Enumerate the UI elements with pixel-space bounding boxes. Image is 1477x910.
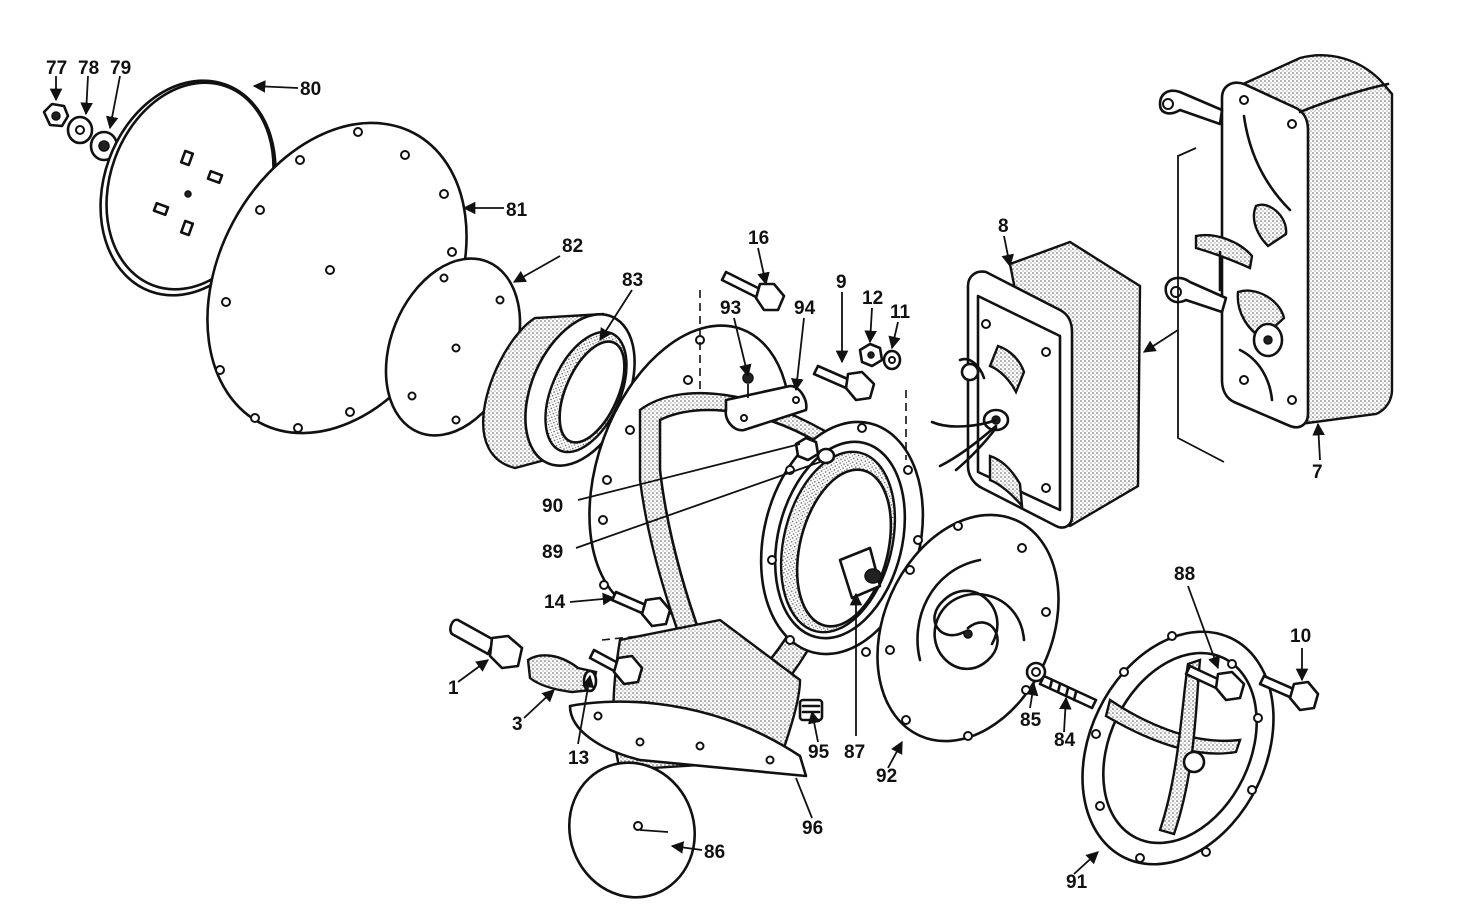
washer-85 — [1025, 661, 1047, 683]
callout-79: 79 — [110, 58, 131, 79]
cover-91 — [1081, 630, 1275, 866]
nut-77 — [42, 102, 70, 128]
switch-cover-7 — [1158, 54, 1394, 463]
fitting-89 — [816, 447, 836, 465]
main-housing — [568, 290, 925, 778]
bolt-9 — [812, 364, 876, 402]
bolt-88 — [1184, 664, 1246, 702]
elbow-fitting-3 — [526, 654, 598, 694]
stud-84 — [1038, 674, 1098, 710]
callout-84: 84 — [1054, 730, 1076, 751]
callout-82: 82 — [562, 236, 583, 257]
callout-10: 10 — [1290, 626, 1311, 647]
callout-85: 85 — [1020, 710, 1042, 731]
cover-91-bolt-holes — [1091, 631, 1263, 863]
fitting-90 — [794, 436, 820, 462]
callout-11: 11 — [890, 302, 911, 323]
callout-3: 3 — [512, 714, 523, 735]
callout-labels: 77 78 79 80 81 82 83 16 93 94 9 12 11 8 … — [46, 58, 1323, 893]
callout-7: 7 — [1312, 462, 1323, 483]
callout-86: 86 — [704, 842, 725, 863]
switch-box-8 — [958, 240, 1142, 529]
bolt-16 — [720, 270, 786, 312]
callout-81: 81 — [506, 200, 528, 221]
callout-89: 89 — [542, 542, 563, 563]
callout-16: 16 — [748, 228, 769, 249]
callout-14: 14 — [544, 592, 566, 613]
plug-95 — [798, 698, 824, 722]
callout-88: 88 — [1174, 564, 1195, 585]
washer-78 — [66, 115, 94, 145]
callout-87: 87 — [844, 742, 865, 763]
callout-91: 91 — [1066, 872, 1088, 893]
callout-8: 8 — [998, 216, 1009, 237]
callout-83: 83 — [622, 270, 643, 291]
foot-plate-86 — [567, 761, 697, 899]
callout-9: 9 — [836, 272, 847, 293]
callout-13: 13 — [568, 748, 589, 769]
callout-leaders — [49, 75, 1325, 875]
nut-12 — [858, 342, 884, 368]
callout-92: 92 — [876, 766, 897, 787]
callout-93: 93 — [720, 298, 741, 319]
callout-12: 12 — [862, 288, 883, 309]
callout-96: 96 — [802, 818, 823, 839]
callout-1: 1 — [448, 678, 459, 699]
bolt-13 — [588, 648, 644, 686]
cable-wires — [930, 418, 998, 472]
callout-95: 95 — [808, 742, 830, 763]
callout-94: 94 — [794, 298, 816, 319]
washer-11 — [882, 349, 902, 371]
callout-78: 78 — [78, 58, 99, 79]
bolt-10 — [1258, 674, 1320, 712]
fitting-1 — [449, 618, 524, 670]
rear-flange-bolt-holes — [598, 335, 705, 590]
callout-77: 77 — [46, 58, 67, 79]
callout-90: 90 — [542, 496, 563, 517]
callout-80: 80 — [300, 79, 321, 100]
